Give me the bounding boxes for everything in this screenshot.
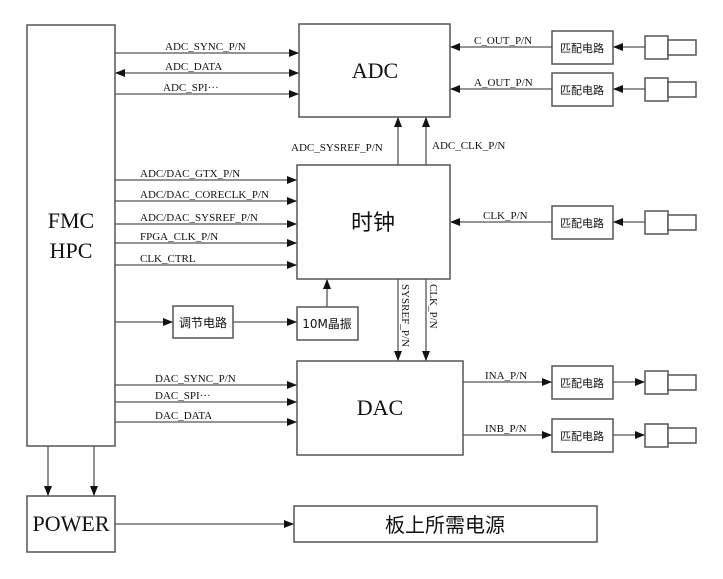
adc-block: ADC [298,23,451,118]
sma-connector-icon [644,423,697,448]
sma-connector-icon [644,210,697,235]
svg-text:ADC_CLK_P/N: ADC_CLK_P/N [432,140,505,152]
svg-text:ADC/DAC_CORECLK_P/N: ADC/DAC_CORECLK_P/N [140,189,269,201]
matching-circuit-ina: 匹配电路 [551,365,614,400]
reference-clock-chain [115,279,331,326]
dac-interface-signals: DAC_SYNC_P/N DAC_SPI··· DAC_DATA [115,373,297,426]
power-rails-label: 板上所需电源 [385,513,505,537]
svg-text:SYSREF_P/N: SYSREF_P/N [399,284,411,347]
dac-output-signals: INA_P/N INB_P/N [463,370,645,439]
svg-text:CLK_P/N: CLK_P/N [427,284,439,329]
svg-text:DAC_SYNC_P/N: DAC_SYNC_P/N [155,373,236,385]
svg-text:DAC_DATA: DAC_DATA [155,410,212,422]
oscillator-block: 10M晶振 [296,306,359,341]
regulator-block: 调节电路 [172,305,234,339]
adc-label: ADC [352,58,398,83]
dac-block: DAC [296,360,464,456]
svg-text:CLK_P/N: CLK_P/N [483,210,528,222]
adc-interface-signals: ADC_SYNC_P/N ADC_DATA ADC_SPI··· [115,41,299,98]
svg-text:匹配电路: 匹配电路 [560,217,604,230]
svg-text:FPGA_CLK_P/N: FPGA_CLK_P/N [140,231,218,243]
matching-circuit-clk: 匹配电路 [551,205,614,240]
clock-block: 时钟 [296,164,451,280]
svg-text:C_OUT_P/N: C_OUT_P/N [474,35,532,47]
svg-text:A_OUT_P/N: A_OUT_P/N [474,77,533,89]
fmc-label: FMC [48,208,94,233]
power-block: POWER [26,495,116,553]
svg-text:DAC_SPI···: DAC_SPI··· [155,390,211,402]
svg-text:匹配电路: 匹配电路 [560,377,604,390]
sma-connector-icon [644,77,697,102]
external-clock-signal: CLK_P/N [450,210,645,226]
regulator-label: 调节电路 [179,315,227,330]
clock-to-dac-signals: SYSREF_P/N CLK_P/N [394,279,439,361]
svg-text:ADC_SYSREF_P/N: ADC_SYSREF_P/N [291,142,383,154]
power-distribution [44,446,294,528]
sma-connector-icon [644,370,697,395]
svg-text:ADC/DAC_GTX_P/N: ADC/DAC_GTX_P/N [140,168,240,180]
power-label: POWER [33,511,110,536]
fmc-hpc-block: FMC HPC [26,24,116,447]
matching-circuit-inb: 匹配电路 [551,418,614,453]
clock-interface-signals: ADC/DAC_GTX_P/N ADC/DAC_CORECLK_P/N ADC/… [115,168,297,269]
matching-circuit-a-out: 匹配电路 [551,72,614,107]
adc-input-signals: C_OUT_P/N A_OUT_P/N [450,35,645,93]
svg-text:匹配电路: 匹配电路 [560,430,604,443]
power-rails-block: 板上所需电源 [293,505,598,543]
svg-text:匹配电路: 匹配电路 [560,84,604,97]
matching-circuit-c-out: 匹配电路 [551,30,614,65]
dac-label: DAC [357,395,403,420]
sma-connector-icon [644,35,697,60]
svg-text:INB_P/N: INB_P/N [485,423,527,435]
svg-text:ADC/DAC_SYSREF_P/N: ADC/DAC_SYSREF_P/N [140,212,258,224]
svg-text:匹配电路: 匹配电路 [560,42,604,55]
oscillator-label: 10M晶振 [302,317,352,331]
clock-to-adc-signals: ADC_SYSREF_P/N ADC_CLK_P/N [291,117,505,165]
hpc-label: HPC [50,238,93,263]
svg-text:ADC_DATA: ADC_DATA [165,61,222,73]
svg-text:CLK_CTRL: CLK_CTRL [140,253,196,265]
svg-text:INA_P/N: INA_P/N [485,370,527,382]
clock-label: 时钟 [351,211,395,236]
svg-text:ADC_SYNC_P/N: ADC_SYNC_P/N [165,41,246,53]
svg-text:ADC_SPI···: ADC_SPI··· [163,82,219,94]
